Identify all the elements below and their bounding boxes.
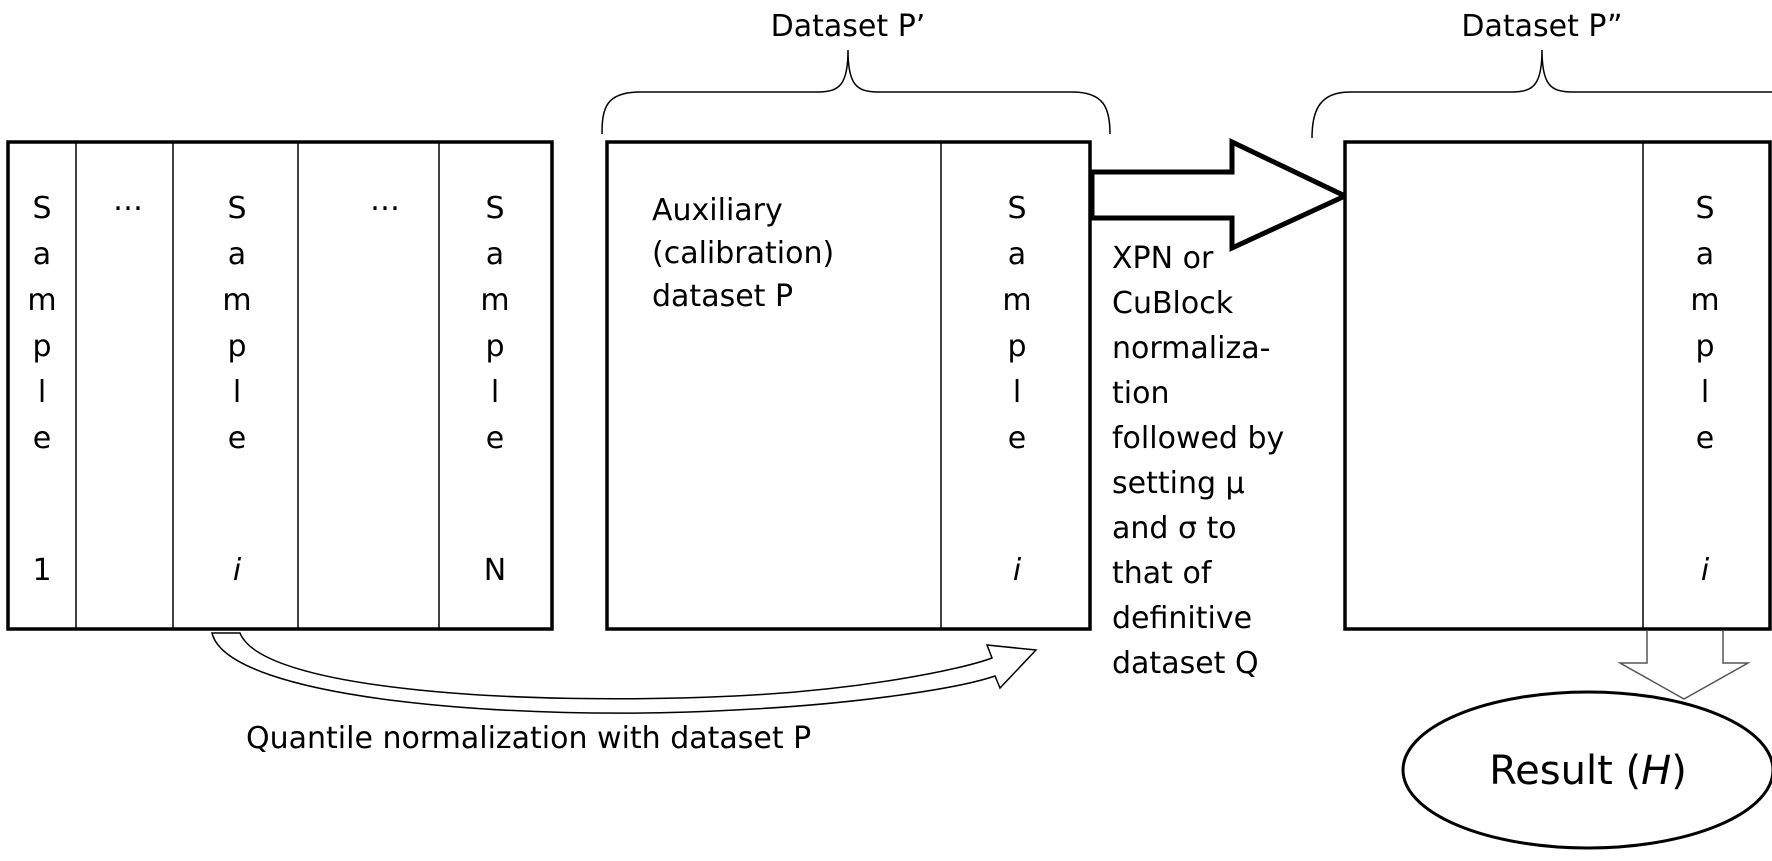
xpn-line-10: dataset Q [1112, 646, 1259, 681]
source-sample-1-index: 1 [32, 553, 51, 588]
source-sample-i-letter: a [228, 237, 246, 272]
auxiliary-sample-i-letter: a [1008, 237, 1026, 272]
auxiliary-sample-i-index: i [1013, 553, 1022, 588]
source-sample-n-index: N [484, 553, 506, 588]
dataset-p-double-prime-label: Dataset P” [1461, 9, 1622, 44]
source-sample-i-letter: e [228, 421, 246, 456]
source-sample-n-letter: p [485, 329, 504, 364]
result-ellipse [1401, 690, 1772, 850]
source-sample-n-letter: e [486, 421, 504, 456]
source-sample-i-letter: l [233, 375, 241, 410]
result-sample-i-letter: S [1695, 191, 1714, 226]
source-col-ellipsis-left: … [113, 183, 143, 218]
source-block-frame [6, 140, 554, 631]
result-sample-i-letter: e [1696, 421, 1714, 456]
quantile-curved-arrow [211, 632, 1038, 714]
result-prefix: Result ( [1489, 748, 1641, 794]
result-suffix: ) [1671, 748, 1687, 794]
source-sample-1-letter: l [38, 375, 46, 410]
source-sample-1-letter: S [32, 191, 51, 226]
result-sample-i-letter: a [1696, 237, 1714, 272]
result-label: Result (H) [1489, 748, 1687, 794]
xpn-line-1: XPN or [1112, 241, 1214, 276]
source-sample-1-letter: m [27, 283, 56, 318]
result-block-frame [1343, 140, 1772, 631]
result-sample-i-letter: l [1701, 375, 1709, 410]
auxiliary-description-line-2: (calibration) [652, 236, 834, 271]
brace-dataset-p-double-prime [1311, 49, 1772, 139]
source-sample-i-letter: S [227, 191, 246, 226]
xpn-line-7: and σ to [1112, 511, 1237, 546]
xpn-description: XPN or CuBlock normaliza- tion followed … [1112, 241, 1284, 681]
source-sample-n-letter: a [486, 237, 504, 272]
xpn-line-8: that of [1112, 556, 1213, 591]
brace-dataset-p-prime [601, 49, 1111, 135]
auxiliary-sample-i-letter: e [1008, 421, 1026, 456]
xpn-line-4: tion [1112, 376, 1169, 411]
xpn-line-3: normaliza- [1112, 331, 1270, 366]
auxiliary-sample-i-letter: p [1007, 329, 1026, 364]
result-sample-i-index: i [1701, 553, 1710, 588]
source-sample-n-letter: m [480, 283, 509, 318]
auxiliary-description-line-3: dataset P [652, 279, 793, 314]
xpn-line-2: CuBlock [1112, 286, 1234, 321]
auxiliary-sample-i-letter: l [1013, 375, 1021, 410]
xpn-line-5: followed by [1112, 421, 1284, 456]
source-sample-i-letter: p [227, 329, 246, 364]
auxiliary-sample-i-letter: S [1007, 191, 1026, 226]
source-sample-1-letter: e [33, 421, 51, 456]
auxiliary-sample-i-letter: m [1002, 283, 1031, 318]
source-col-ellipsis-right: … [370, 183, 400, 218]
down-arrow [1617, 631, 1751, 700]
result-symbol: H [1641, 748, 1671, 794]
result-sample-i-letter: p [1695, 329, 1714, 364]
quantile-label: Quantile normalization with dataset P [246, 721, 811, 756]
source-sample-n-letter: S [485, 191, 504, 226]
source-sample-1-letter: p [32, 329, 51, 364]
dataset-p-prime-label: Dataset P’ [771, 9, 926, 44]
auxiliary-description-line-1: Auxiliary [652, 193, 783, 228]
source-sample-i-letter: m [222, 283, 251, 318]
xpn-line-9: definitive [1112, 601, 1252, 636]
big-right-arrow [1089, 138, 1351, 252]
source-sample-i-index: i [233, 553, 242, 588]
source-sample-1-letter: a [33, 237, 51, 272]
xpn-line-6: setting μ [1112, 466, 1245, 501]
result-sample-i-letter: m [1690, 283, 1719, 318]
source-sample-n-letter: l [491, 375, 499, 410]
auxiliary-block-frame [605, 140, 1092, 631]
